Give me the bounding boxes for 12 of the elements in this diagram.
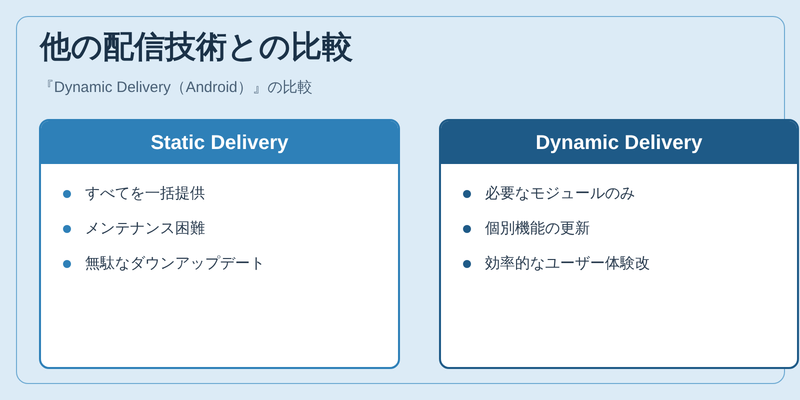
card-header: Static Delivery [41, 121, 398, 164]
subtitle: 『Dynamic Delivery（Android）』の比較 [39, 78, 312, 98]
card-header: Dynamic Delivery [441, 121, 797, 164]
list-item-text: 必要なモジュールのみ [485, 184, 635, 204]
list-item-text: 無駄なダウンアップデート [85, 254, 265, 274]
list-item-text: すべてを一括提供 [85, 184, 205, 204]
title: 他の配信技術との比較 [40, 28, 353, 66]
list-item-text: 効率的なユーザー体験改 [485, 254, 650, 274]
comparison-card [39, 119, 400, 369]
comparison-card [439, 119, 799, 369]
list-item-text: メンテナンス困難 [85, 218, 205, 238]
list-item-text: 個別機能の更新 [485, 218, 590, 238]
